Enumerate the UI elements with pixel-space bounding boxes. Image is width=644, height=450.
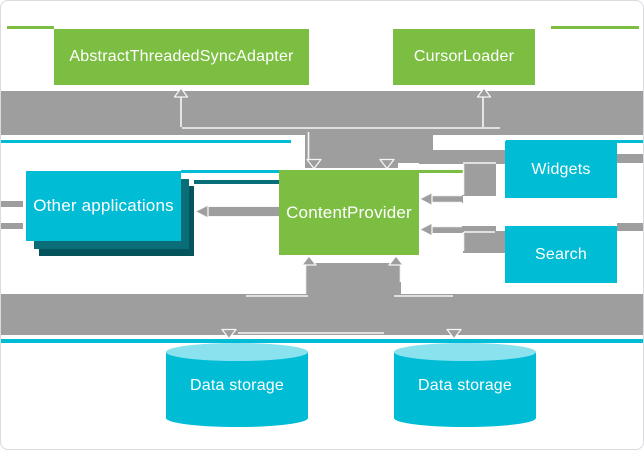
node-data-storage-right: Data storage <box>394 343 536 427</box>
node-label: CursorLoader <box>413 48 515 65</box>
edge-line-top-right <box>551 26 639 29</box>
stub-left-edge-1 <box>1 201 23 207</box>
cylinder-body <box>394 352 536 418</box>
node-data-storage-left: Data storage <box>166 343 308 427</box>
node-content-provider: ContentProvider <box>279 170 419 255</box>
cyan-line-storage <box>1 339 643 343</box>
edge-line-otherapps-shadow <box>194 180 279 184</box>
arrow-band-top <box>1 91 643 135</box>
edge-line-contentprovider-top <box>419 170 463 173</box>
node-abstract-threaded-sync-adapter: AbstractThreadedSyncAdapter <box>54 29 309 85</box>
node-other-applications: Other applications <box>26 171 181 241</box>
arrow-shaft-other-applications <box>203 206 279 217</box>
cylinder-top <box>394 343 536 361</box>
node-label: Search <box>535 245 587 263</box>
node-widgets: Widgets <box>505 141 617 198</box>
node-label: ContentProvider <box>286 202 412 222</box>
cylinder-body <box>166 352 308 418</box>
edge-line-top-left <box>7 26 54 29</box>
connector-widgets-shaft <box>431 195 463 203</box>
node-search: Search <box>505 226 617 283</box>
arrow-band-bottom <box>1 294 643 335</box>
edge-line-otherapps-top <box>181 170 279 173</box>
cyan-line-upper-left <box>1 140 291 143</box>
connector-below-provider <box>305 263 401 296</box>
connector-widgets-bar <box>463 164 496 196</box>
node-label: Other applications <box>33 196 174 215</box>
stub-right-of-search <box>617 223 643 231</box>
cylinder-top <box>166 343 308 361</box>
node-label: Data storage <box>417 377 512 394</box>
node-cursor-loader: CursorLoader <box>393 29 535 85</box>
stub-left-edge-2 <box>1 223 23 229</box>
connector-mid-block <box>305 132 433 163</box>
stub-right-of-widgets <box>617 154 643 163</box>
connector-search-block <box>463 231 505 253</box>
node-label: AbstractThreadedSyncAdapter <box>69 48 294 65</box>
connector-mid-strip <box>305 163 398 168</box>
connector-widgets-band <box>419 150 505 164</box>
node-label: Widgets <box>531 160 591 178</box>
connector-search-shaft <box>431 226 463 233</box>
node-label: Data storage <box>189 377 284 394</box>
